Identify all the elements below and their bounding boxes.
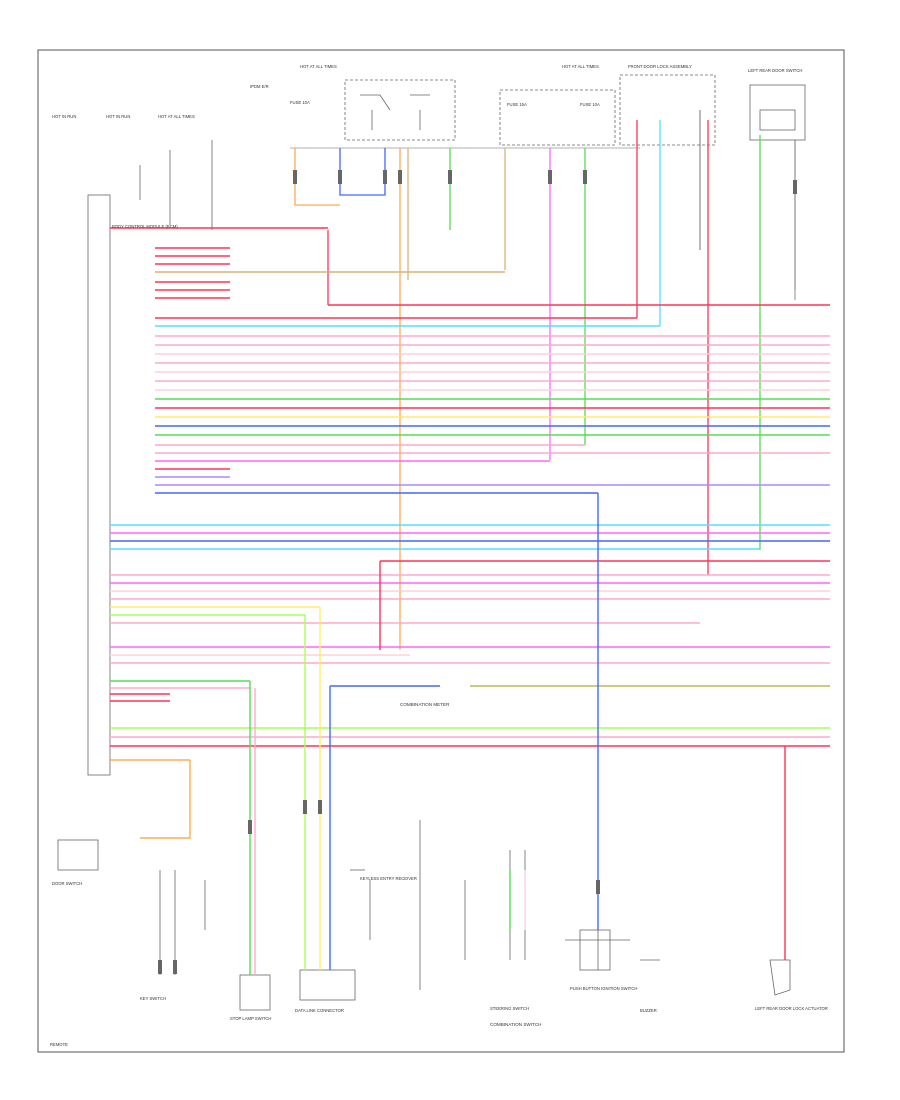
label-hot-all-2: HOT AT ALL TIMES xyxy=(562,64,599,69)
label-top-left-c: HOT AT ALL TIMES xyxy=(158,114,195,119)
label-push-button: PUSH BUTTON IGNITION SWITCH xyxy=(570,986,637,991)
right-top-box xyxy=(619,74,716,146)
vertical-wires xyxy=(294,120,796,650)
label-fuse-3: FUSE 10A xyxy=(580,102,600,107)
label-combination-switch: COMBINATION SWITCH xyxy=(490,1022,541,1027)
key-switch-box xyxy=(239,974,271,1011)
label-dlc: DATA LINK CONNECTOR xyxy=(295,1008,344,1013)
label-right-top-2: LEFT REAR DOOR SWITCH xyxy=(748,68,802,73)
label-keyless: KEYLESS ENTRY RECEIVER xyxy=(360,876,417,881)
label-fuse-2: FUSE 15A xyxy=(507,102,527,107)
label-top-left-b: HOT IN RUN xyxy=(106,114,130,119)
labels: HOT IN RUN HOT IN RUN HOT AT ALL TIMES B… xyxy=(50,64,828,1047)
label-stop-lamp: STOP LAMP SWITCH xyxy=(230,1016,271,1021)
bcm-connector xyxy=(87,194,111,776)
label-door-switch: DOOR SWITCH xyxy=(52,881,82,886)
label-top-left-a: HOT IN RUN xyxy=(52,114,76,119)
label-right-top: FRONT DOOR LOCK ASSEMBLY xyxy=(628,64,692,69)
label-lr-actuator: LEFT REAR DOOR LOCK ACTUATOR xyxy=(755,1006,828,1011)
steering-box xyxy=(299,969,356,1001)
label-ipdm: IPDM E/R xyxy=(250,84,269,89)
label-footer: REMOTE xyxy=(50,1042,68,1047)
buzzer-box xyxy=(579,929,611,971)
right-top-box-2 xyxy=(749,84,806,141)
horizontal-wires xyxy=(110,227,830,761)
label-buzzer: BUZZER xyxy=(640,1008,657,1013)
door-switch-box xyxy=(57,839,99,871)
relay-box xyxy=(344,79,456,141)
label-center-note: COMBINATION METER xyxy=(400,702,450,707)
ipdm-box xyxy=(499,89,616,146)
right-top-inner xyxy=(759,109,796,131)
label-bcm: BODY CONTROL MODULE (BCM) xyxy=(112,224,178,229)
label-key-switch: KEY SWITCH xyxy=(140,996,166,1001)
lower-vertical-wires xyxy=(140,493,786,975)
label-hot-all-1: HOT AT ALL TIMES xyxy=(300,64,337,69)
label-steering: STEERING SWITCH xyxy=(490,1006,529,1011)
connector-ticks xyxy=(158,170,797,974)
top-components xyxy=(57,74,806,1011)
label-fuse-1: FUSE 10A xyxy=(290,100,310,105)
diagram-frame xyxy=(37,49,845,1053)
lower-right-switch xyxy=(769,959,791,996)
